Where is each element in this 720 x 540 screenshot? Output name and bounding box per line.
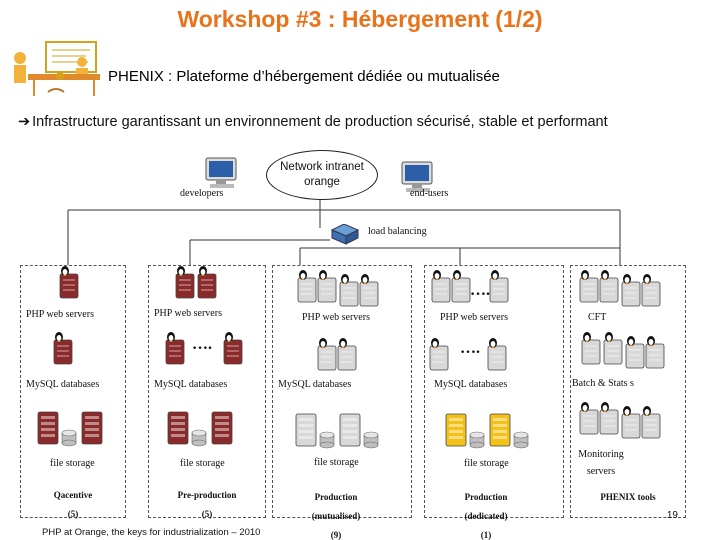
disk-icon bbox=[513, 431, 529, 449]
env-box-quality bbox=[20, 265, 126, 518]
storage-icon bbox=[37, 411, 59, 445]
developer-workstation-icon bbox=[205, 157, 237, 188]
storage-icon bbox=[81, 411, 103, 445]
linux-server-icon bbox=[223, 332, 243, 365]
caption-production-dedicated: Production (dedicated) (1) bbox=[448, 488, 524, 540]
caption-preproduction: Pre-production (5) bbox=[148, 486, 266, 524]
linux-server-icon bbox=[59, 266, 79, 299]
linux-server-icon bbox=[487, 338, 507, 371]
linux-server-icon bbox=[599, 402, 619, 435]
caption-quality: Qacentive (5) bbox=[20, 486, 126, 524]
env-box-production-mutualised bbox=[272, 265, 412, 518]
linux-server-icon bbox=[641, 274, 661, 307]
file-storage-label-2: file storage bbox=[180, 458, 225, 469]
monitoring-servers-label: Monitoring servers bbox=[578, 449, 624, 477]
load-balancing-label: load balancing bbox=[368, 226, 427, 237]
linux-server-icon bbox=[579, 402, 599, 435]
caption-production-dedicated-title: Production (dedicated) bbox=[464, 492, 508, 521]
linux-server-icon bbox=[339, 274, 359, 307]
workshop-illustration bbox=[14, 41, 100, 96]
caption-production-mutualised-count: (9) bbox=[330, 530, 342, 540]
linux-server-icon bbox=[337, 338, 357, 371]
php-servers-label-4: PHP web servers bbox=[440, 312, 508, 323]
file-storage-label-3: file storage bbox=[314, 457, 359, 468]
mysql-label-2: MySQL databases bbox=[154, 379, 228, 390]
file-storage-label-1: file storage bbox=[50, 458, 95, 469]
linux-server-icon bbox=[165, 332, 185, 365]
batch-stats-label: Batch & Stats s bbox=[572, 378, 634, 389]
caption-production-mutualised-title: Production (mutualised) bbox=[311, 492, 361, 521]
more-servers-dots-1: …. bbox=[470, 282, 490, 299]
linux-server-icon bbox=[599, 270, 619, 303]
linux-server-icon bbox=[53, 332, 73, 365]
linux-server-icon bbox=[451, 270, 471, 303]
env-box-production-dedicated bbox=[424, 265, 564, 518]
linux-server-icon bbox=[429, 338, 449, 371]
linux-server-icon bbox=[175, 266, 195, 299]
caption-production-dedicated-count: (1) bbox=[480, 530, 492, 540]
load-balancer-icon bbox=[330, 224, 360, 245]
linux-server-icon bbox=[431, 270, 451, 303]
mysql-label-1: MySQL databases bbox=[26, 379, 100, 390]
file-storage-label-4: file storage bbox=[464, 458, 509, 469]
linux-server-icon bbox=[625, 336, 645, 369]
arrow-right-icon: ➔ bbox=[18, 114, 31, 130]
disk-icon bbox=[363, 431, 379, 449]
linux-server-icon bbox=[581, 332, 601, 365]
linux-server-icon bbox=[197, 266, 217, 299]
storage-icon bbox=[295, 413, 317, 447]
cft-label: CFT bbox=[588, 312, 607, 323]
linux-server-icon bbox=[579, 270, 599, 303]
network-cloud: Network intranet orange bbox=[266, 150, 378, 200]
linux-server-icon bbox=[317, 270, 337, 303]
more-servers-dots-2: …. bbox=[192, 336, 212, 353]
disk-icon bbox=[191, 429, 207, 447]
linux-server-icon bbox=[621, 406, 641, 439]
linux-server-icon bbox=[359, 274, 379, 307]
footer-text: PHP at Orange, the keys for industrializ… bbox=[42, 527, 261, 538]
php-servers-label-3: PHP web servers bbox=[302, 312, 370, 323]
page-title: Workshop #3 : Hébergement (1/2) bbox=[177, 6, 543, 32]
end-user-workstation-icon bbox=[401, 161, 433, 192]
env-box-preproduction bbox=[148, 265, 266, 518]
linux-server-icon bbox=[645, 336, 665, 369]
page-number: 19 bbox=[666, 510, 678, 521]
mysql-label-3: MySQL databases bbox=[278, 379, 352, 390]
caption-quality-count: (5) bbox=[67, 509, 79, 519]
linux-server-icon bbox=[621, 274, 641, 307]
storage-icon bbox=[489, 413, 511, 447]
caption-preproduction-count: (5) bbox=[201, 509, 213, 519]
caption-phenix-tools: PHENIX tools bbox=[570, 488, 686, 507]
php-servers-label-2: PHP web servers bbox=[154, 308, 222, 319]
php-servers-label-1: PHP web servers bbox=[26, 309, 94, 320]
developers-label: developers bbox=[180, 188, 224, 199]
storage-icon bbox=[339, 413, 361, 447]
env-box-phenix-tools bbox=[570, 265, 686, 518]
mysql-label-4: MySQL databases bbox=[434, 379, 508, 390]
caption-production-mutualised: Production (mutualised) (9) bbox=[298, 488, 374, 540]
end-users-label: end-users bbox=[410, 188, 449, 199]
linux-server-icon bbox=[317, 338, 337, 371]
more-servers-dots-3: …. bbox=[460, 340, 480, 357]
storage-icon bbox=[445, 413, 467, 447]
linux-server-icon bbox=[641, 406, 661, 439]
disk-icon bbox=[469, 431, 485, 449]
storage-icon bbox=[211, 411, 233, 445]
intro-line: ➔Infrastructure garantissant un environn… bbox=[18, 114, 608, 130]
storage-icon bbox=[167, 411, 189, 445]
caption-phenix-tools-title: PHENIX tools bbox=[600, 492, 656, 502]
linux-server-icon bbox=[297, 270, 317, 303]
linux-server-icon bbox=[603, 332, 623, 365]
disk-icon bbox=[319, 431, 335, 449]
subtitle: PHENIX : Plateforme d’hébergement dédiée… bbox=[108, 68, 500, 85]
linux-server-icon bbox=[489, 270, 509, 303]
caption-quality-title: Qacentive bbox=[53, 490, 93, 500]
intro-text: Infrastructure garantissant un environne… bbox=[32, 114, 608, 130]
caption-preproduction-title: Pre-production bbox=[177, 490, 237, 500]
disk-icon bbox=[61, 429, 77, 447]
